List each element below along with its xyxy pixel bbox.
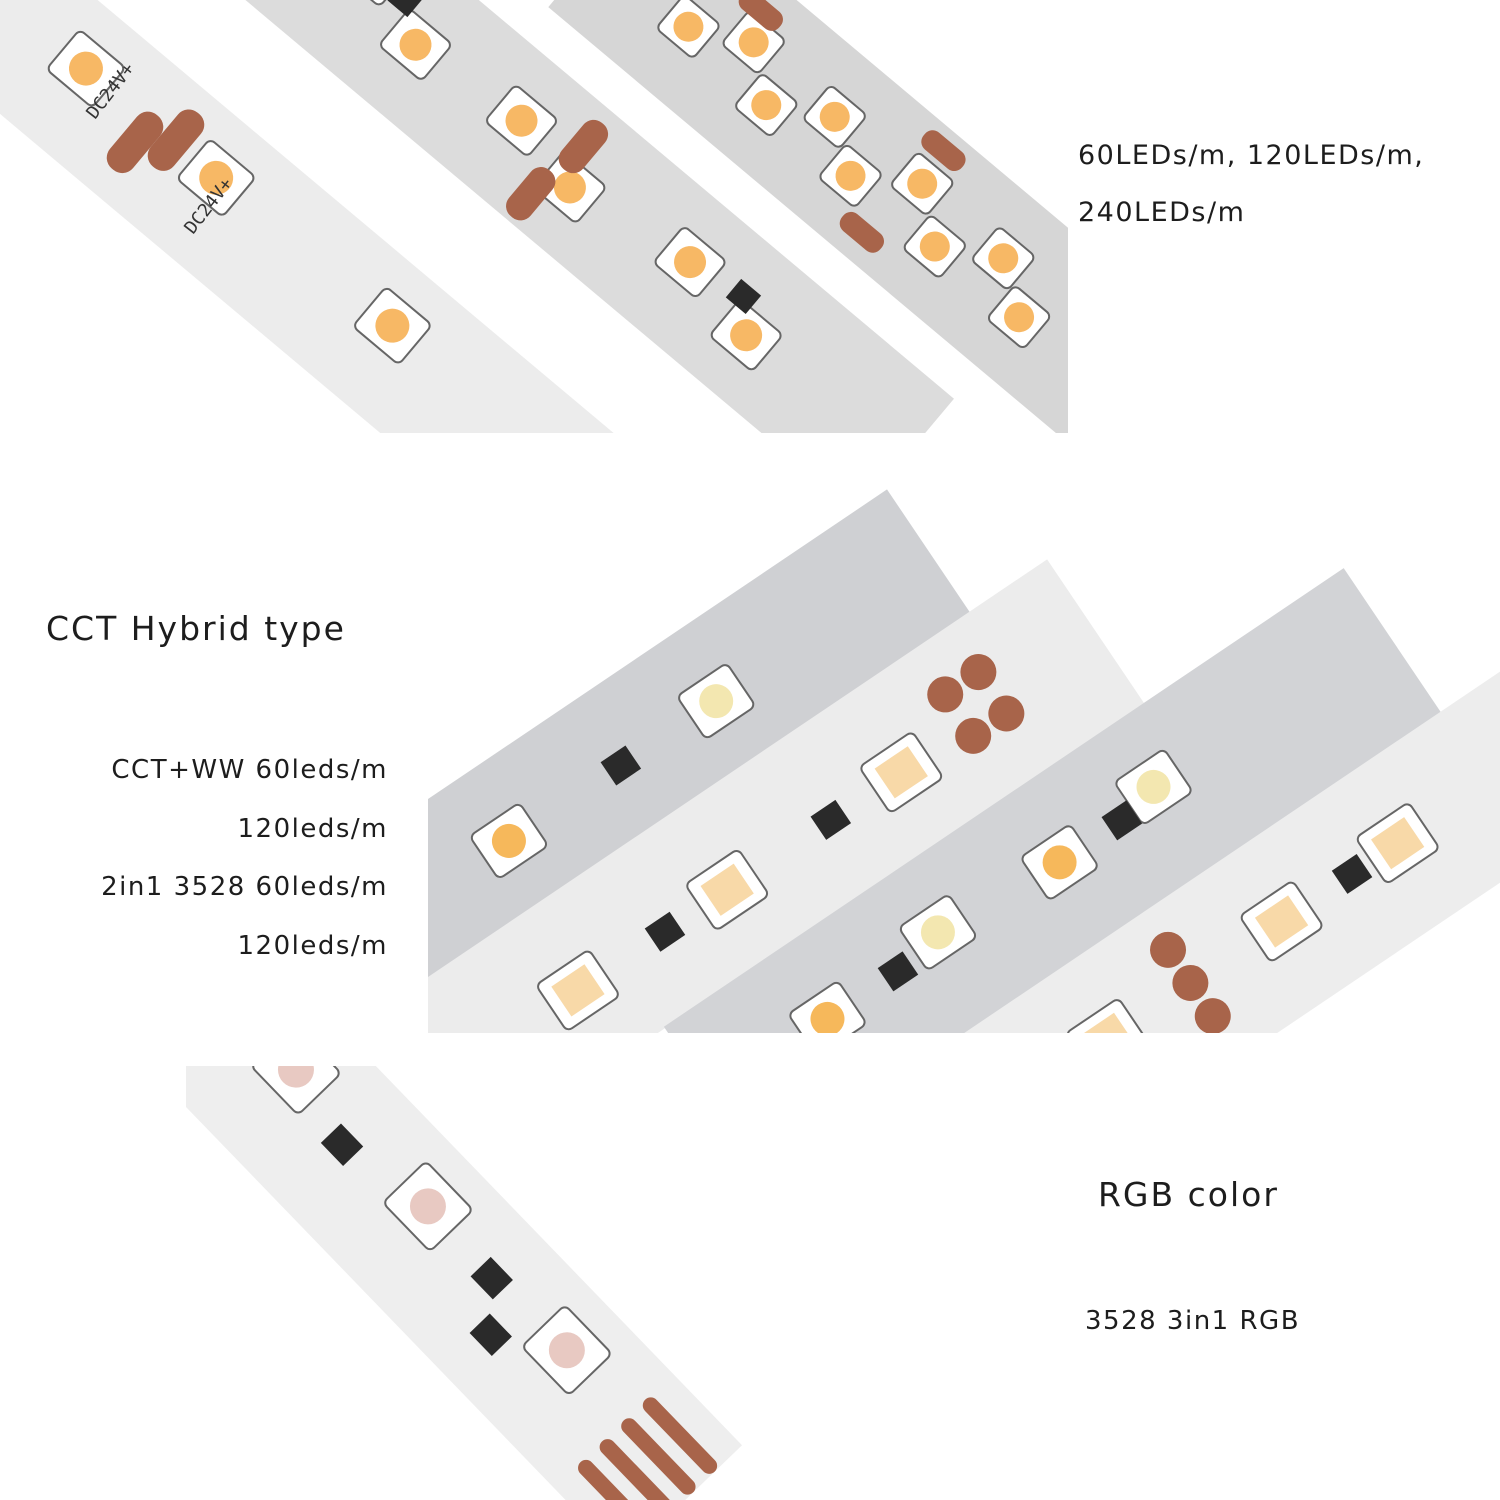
led-strip-120: [229, 0, 954, 433]
rgb-heading: RGB color: [1098, 1175, 1279, 1214]
density-spec-line-2: 240LEDs/m: [1078, 197, 1246, 228]
density-spec-line-1: 60LEDs/m, 120LEDs/m,: [1078, 140, 1425, 171]
photo-panel-density: DC24V+ DC24V+: [0, 0, 1068, 433]
rgb-strip: [186, 1066, 743, 1500]
led-strip-240: [548, 0, 1068, 433]
cct-strip-1: [428, 489, 983, 1022]
cct-heading: CCT Hybrid type: [46, 609, 346, 648]
cct-strip-2: [428, 559, 1145, 1033]
cct-spec-line-1: CCT+WW 60leds/m: [111, 755, 388, 785]
led-strip-60: [0, 0, 615, 433]
rgb-subheading: 3528 3in1 RGB: [1085, 1306, 1301, 1336]
cct-spec-line-4: 120leds/m: [237, 931, 388, 961]
photo-panel-rgb: [186, 1066, 766, 1500]
photo-panel-cct: [428, 466, 1500, 1033]
cct-spec-line-3: 2in1 3528 60leds/m: [101, 872, 388, 902]
cct-strip-3: [663, 568, 1442, 1033]
cct-spec-line-2: 120leds/m: [237, 814, 388, 844]
cct-strip-4: [943, 655, 1500, 1033]
